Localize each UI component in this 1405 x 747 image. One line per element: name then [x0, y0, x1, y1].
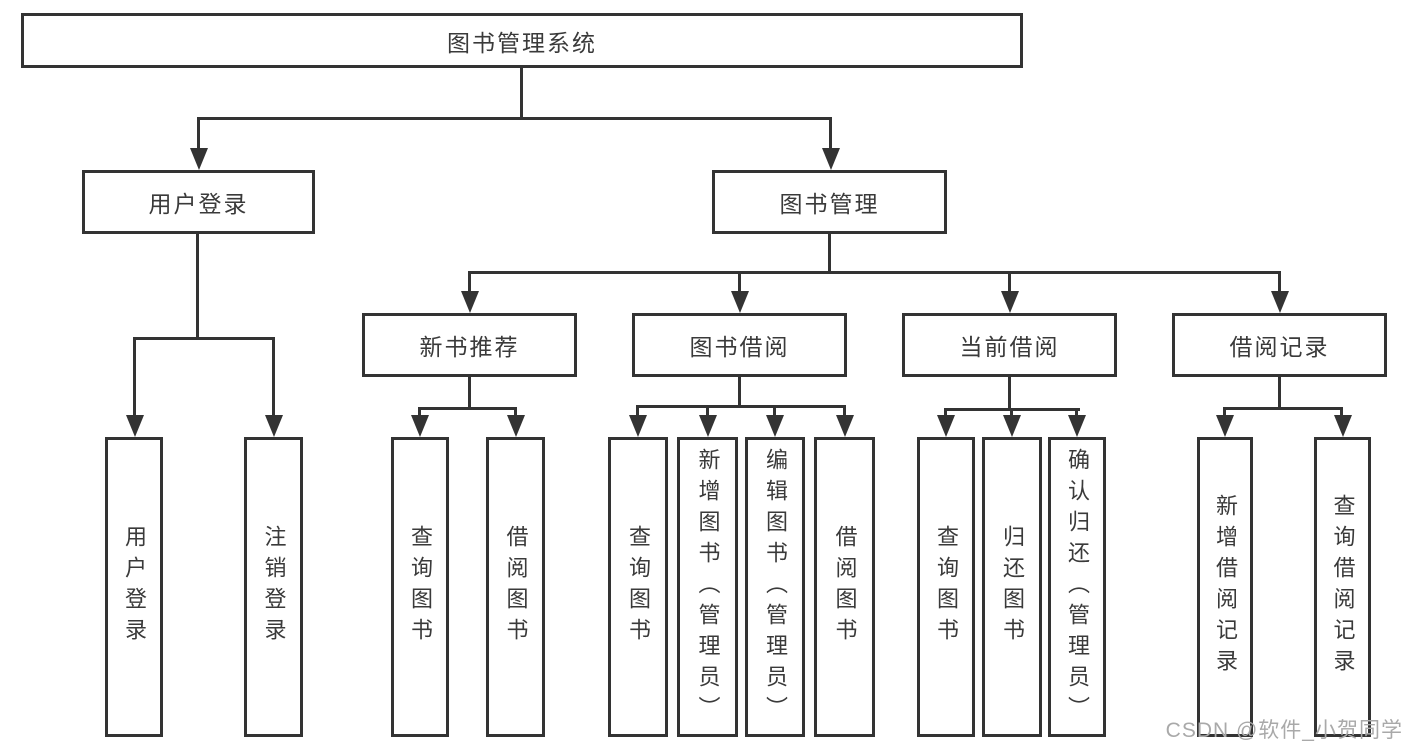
- leaf-borrow-books-borrowing: 借阅图书: [814, 437, 875, 737]
- arrow-down-icon: [1068, 415, 1086, 437]
- arrow-down-icon: [190, 148, 208, 170]
- node-new-book-recommend: 新书推荐: [362, 313, 577, 377]
- leaf-logout: 注销登录: [244, 437, 303, 737]
- leaf-query-borrow-record: 查询借阅记录: [1314, 437, 1371, 737]
- leaf-add-books-admin: 新增图书（管理员）: [677, 437, 738, 737]
- connector-line: [1340, 407, 1343, 421]
- connector-line: [1008, 377, 1011, 411]
- arrow-down-icon: [461, 291, 479, 313]
- connector-line: [468, 271, 471, 297]
- leaf-query-books-borrowing: 查询图书: [608, 437, 668, 737]
- connector-line: [828, 234, 831, 274]
- node-borrowing-records: 借阅记录: [1172, 313, 1387, 377]
- watermark: CSDN @软件_小贺同学: [1165, 719, 1403, 742]
- connector-line: [773, 405, 776, 421]
- connector-line: [197, 117, 832, 120]
- arrow-down-icon: [937, 415, 955, 437]
- connector-line: [133, 337, 275, 340]
- leaf-query-books-recommend: 查询图书: [391, 437, 449, 737]
- connector-line: [843, 405, 846, 421]
- leaf-edit-books-admin: 编辑图书（管理员）: [745, 437, 805, 737]
- node-user-login: 用户登录: [82, 170, 315, 234]
- leaf-query-books-current: 查询图书: [917, 437, 975, 737]
- arrow-down-icon: [766, 415, 784, 437]
- connector-line: [133, 337, 136, 421]
- leaf-return-books: 归还图书: [982, 437, 1042, 737]
- connector-line: [706, 405, 709, 421]
- connector-line: [418, 407, 421, 421]
- arrow-down-icon: [629, 415, 647, 437]
- node-book-management: 图书管理: [712, 170, 947, 234]
- arrow-down-icon: [126, 415, 144, 437]
- connector-line: [636, 405, 846, 408]
- connector-line: [1278, 377, 1281, 410]
- connector-line: [1075, 408, 1078, 421]
- node-current-borrowing: 当前借阅: [902, 313, 1117, 377]
- node-book-borrowing: 图书借阅: [632, 313, 847, 377]
- connector-line: [1008, 271, 1011, 297]
- arrow-down-icon: [1334, 415, 1352, 437]
- leaf-add-borrow-record: 新增借阅记录: [1197, 437, 1253, 737]
- leaf-confirm-return-admin: 确认归还（管理员）: [1048, 437, 1106, 737]
- arrow-down-icon: [731, 291, 749, 313]
- arrow-down-icon: [507, 415, 525, 437]
- connector-line: [272, 337, 275, 421]
- connector-line: [944, 408, 947, 421]
- leaf-borrow-books-recommend: 借阅图书: [486, 437, 545, 737]
- arrow-down-icon: [1003, 415, 1021, 437]
- arrow-down-icon: [822, 148, 840, 170]
- connector-line: [520, 68, 523, 120]
- arrow-down-icon: [265, 415, 283, 437]
- connector-line: [514, 407, 517, 421]
- connector-line: [738, 271, 741, 297]
- connector-line: [197, 117, 200, 154]
- connector-line: [468, 377, 471, 410]
- arrow-down-icon: [411, 415, 429, 437]
- arrow-down-icon: [1001, 291, 1019, 313]
- arrow-down-icon: [1271, 291, 1289, 313]
- connector-line: [196, 234, 199, 340]
- connector-line: [1223, 407, 1343, 410]
- connector-line: [738, 377, 741, 408]
- connector-line: [1278, 271, 1281, 297]
- arrow-down-icon: [836, 415, 854, 437]
- connector-line: [829, 117, 832, 154]
- connector-line: [1010, 408, 1013, 421]
- leaf-user-login: 用户登录: [105, 437, 163, 737]
- connector-line: [636, 405, 639, 421]
- connector-line: [468, 271, 1281, 274]
- arrow-down-icon: [1216, 415, 1234, 437]
- connector-line: [1223, 407, 1226, 421]
- arrow-down-icon: [699, 415, 717, 437]
- connector-line: [418, 407, 517, 410]
- node-library-system: 图书管理系统: [21, 13, 1023, 68]
